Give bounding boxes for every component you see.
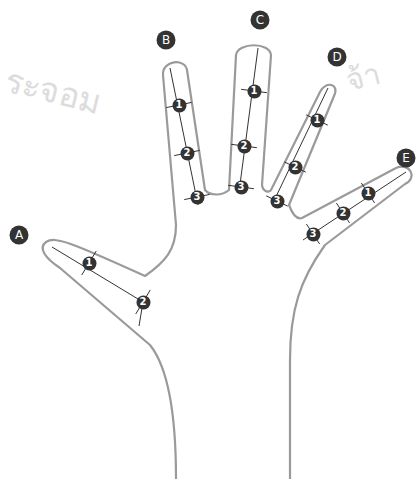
callout-number: 1 [82, 256, 97, 271]
number-label: 3 [274, 196, 281, 206]
joint-line [336, 203, 349, 223]
callout-number: 2 [288, 160, 303, 175]
number-label: 2 [340, 208, 347, 218]
number-label: 1 [176, 100, 183, 110]
joint-line [82, 251, 97, 275]
finger-letter: E [396, 148, 416, 168]
circle-fill [157, 31, 176, 50]
circle-fill [172, 98, 186, 112]
joint-line [306, 115, 328, 125]
finger-axis-lines [52, 48, 406, 326]
number-label: 3 [238, 182, 245, 192]
circle-fill [180, 146, 194, 160]
callout-number: 1 [172, 98, 187, 113]
joint-lines [82, 89, 375, 314]
number-label: 1 [251, 86, 258, 96]
circle-fill [190, 190, 204, 204]
finger-letter: A [9, 225, 29, 245]
number-label: 2 [292, 162, 299, 172]
circle-fill [234, 180, 248, 194]
callout-number: 3 [190, 190, 205, 205]
circle-fill [10, 226, 29, 245]
number-label: 1 [86, 258, 93, 268]
letter-label: A [15, 229, 23, 241]
callout-number: 2 [237, 139, 252, 154]
circle-fill [136, 295, 150, 309]
letter-label: D [332, 51, 341, 63]
callout-number: 1 [361, 186, 376, 201]
number-label: 2 [184, 148, 191, 158]
finger-letter: D [327, 47, 347, 67]
circle-fill [237, 139, 251, 153]
letter-label: B [162, 34, 170, 46]
number-label: 1 [365, 188, 372, 198]
axis-line [239, 48, 258, 192]
circle-fill [397, 149, 416, 168]
finger-letter: B [156, 30, 176, 50]
joint-line [266, 196, 288, 206]
circle-fill [270, 194, 284, 208]
watermark: จ้า [343, 58, 384, 96]
callout-number: 3 [234, 180, 249, 195]
circle-fill [306, 227, 320, 241]
circle-fill [361, 186, 375, 200]
callout-number: 1 [310, 113, 325, 128]
circle-fill [251, 11, 270, 30]
callout-number: 2 [336, 206, 351, 221]
axis-line [170, 68, 198, 205]
circle-fill [82, 256, 96, 270]
circle-fill [336, 206, 350, 220]
letter-label: C [256, 14, 264, 26]
joint-line [284, 162, 306, 172]
number-label: 3 [194, 192, 201, 202]
letter-label: E [402, 152, 410, 164]
callout-number: 2 [136, 295, 151, 310]
circle-fill [247, 84, 261, 98]
finger-letter: C [250, 10, 270, 30]
circle-fill [328, 48, 347, 67]
callout-number: 1 [247, 84, 262, 99]
callout-number: 3 [270, 194, 285, 209]
axis-line [52, 247, 143, 326]
number-label: 2 [140, 297, 147, 307]
circle-fill [288, 160, 302, 174]
callout-number: 3 [306, 227, 321, 242]
number-label: 1 [314, 115, 321, 125]
number-label: 3 [310, 229, 317, 239]
joint-line [136, 290, 151, 314]
number-label: 2 [241, 141, 248, 151]
joint-line [306, 224, 319, 244]
circle-fill [310, 113, 324, 127]
axis-line [272, 88, 328, 205]
watermark: ระจอม [1, 63, 104, 120]
joint-line [361, 183, 374, 203]
axis-line [303, 172, 406, 240]
callout-number: 2 [180, 146, 195, 161]
